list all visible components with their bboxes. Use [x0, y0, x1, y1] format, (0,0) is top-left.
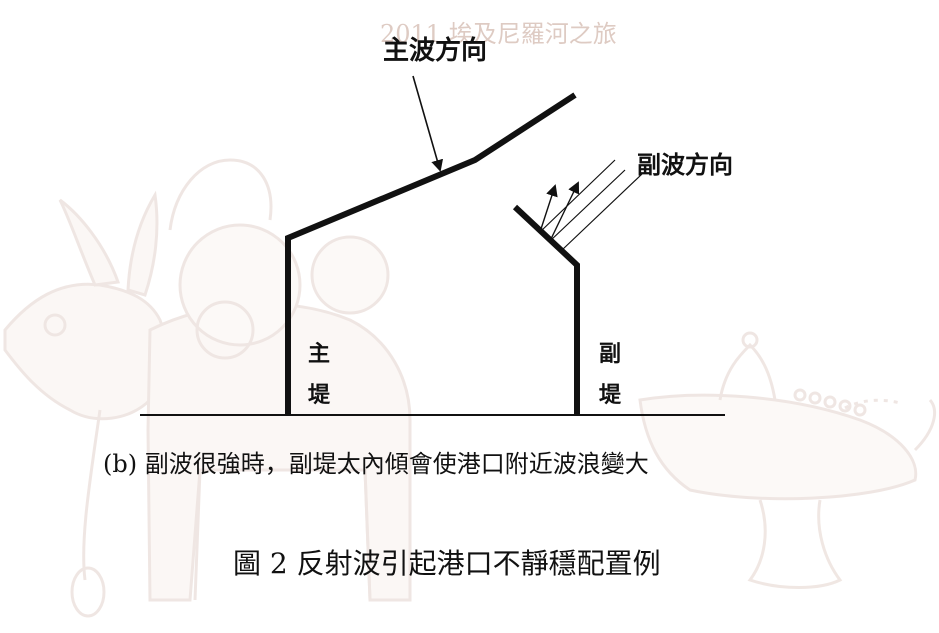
- reflected-wave-arrow: [539, 184, 558, 233]
- sub-wave-incident-ray: [561, 173, 643, 251]
- sub-dike-label: 副堤: [598, 342, 621, 408]
- main-wave-arrow: [412, 75, 444, 172]
- subfigure-caption: (b) 副波很強時，副堤太內傾會使港口附近波浪變大: [103, 450, 649, 478]
- watermark-illustration: [3, 158, 936, 618]
- sub-dike: [512, 204, 580, 416]
- sub-wave-incident-ray: [539, 159, 616, 233]
- sub-wave-direction-label: 副波方向: [637, 151, 733, 179]
- main-dike: [285, 92, 577, 416]
- main-dike-label: 主堤: [307, 342, 330, 408]
- reflected-wave-arrow: [549, 181, 580, 242]
- sub-wave-incident-ray: [549, 169, 626, 242]
- main-wave-direction-label: 主波方向: [383, 36, 488, 66]
- figure-caption: 圖 2 反射波引起港口不靜穩配置例: [233, 547, 661, 580]
- watermark-header: 2011 埃及尼羅河之旅: [380, 20, 617, 48]
